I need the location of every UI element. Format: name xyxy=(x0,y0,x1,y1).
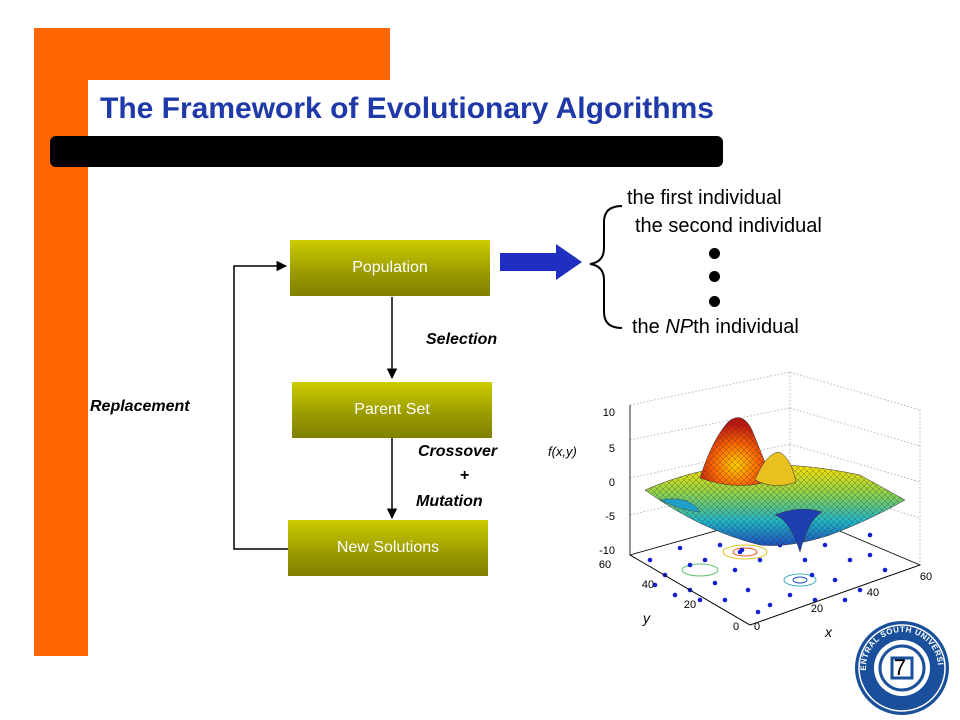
z-tick-10: 10 xyxy=(603,407,615,419)
z-tick-0: 0 xyxy=(609,477,615,489)
y-axis-label: y xyxy=(642,610,651,626)
x-tick-40: 40 xyxy=(867,587,879,599)
first-individual-text: the first individual xyxy=(627,187,782,209)
individuals-brace xyxy=(589,205,623,329)
new-solutions-box: New Solutions xyxy=(288,520,488,576)
y-tick-0: 0 xyxy=(733,621,739,633)
parent-set-box: Parent Set xyxy=(292,382,492,438)
plus-label: + xyxy=(460,467,470,484)
surface-mesh xyxy=(644,417,906,553)
plot-axes xyxy=(629,405,921,626)
mutation-label: Mutation xyxy=(416,493,483,510)
x-tick-60: 60 xyxy=(920,571,932,583)
population-points xyxy=(647,532,888,615)
replacement-loop xyxy=(233,260,288,550)
x-tick-labels: 0 20 40 60 xyxy=(754,571,932,633)
ellipsis-dot-2 xyxy=(709,271,720,282)
university-logo: CENTRAL SOUTH UNIVERSITY xyxy=(852,618,949,715)
crossover-label: Crossover xyxy=(418,443,498,460)
x-axis-label: x xyxy=(824,624,833,640)
z-axis-label: f(x,y) xyxy=(548,444,577,459)
ellipsis-dot-3 xyxy=(709,296,720,307)
accent-bar-vertical xyxy=(34,28,88,656)
slide-title: The Framework of Evolutionary Algorithms xyxy=(100,92,714,125)
expand-arrow xyxy=(500,244,582,280)
y-tick-40: 40 xyxy=(642,579,654,591)
nth-individual-text: the NPth individual xyxy=(632,316,799,338)
second-individual-text: the second individual xyxy=(635,215,822,237)
accent-bar-horizontal xyxy=(34,28,390,80)
ellipsis-dot-1 xyxy=(709,248,720,259)
floor-contours xyxy=(681,544,817,587)
z-tick-5: 5 xyxy=(609,443,615,455)
z-tick-neg10: -10 xyxy=(599,545,615,557)
population-box: Population xyxy=(290,240,490,296)
z-tick-labels: 10 5 0 -5 -10 xyxy=(599,407,615,557)
x-tick-0: 0 xyxy=(754,621,760,633)
surface-plot: 10 5 0 -5 -10 60 40 20 0 0 20 40 60 f(x,… xyxy=(548,371,932,640)
x-tick-20: 20 xyxy=(811,603,823,615)
y-tick-labels: 60 40 20 0 xyxy=(599,559,739,633)
replacement-label: Replacement xyxy=(90,398,190,415)
title-underline-bar xyxy=(50,136,723,167)
page-number: 7 xyxy=(893,655,906,680)
z-tick-neg5: -5 xyxy=(605,511,615,523)
selection-label: Selection xyxy=(426,331,498,348)
y-tick-60: 60 xyxy=(599,559,611,571)
y-tick-20: 20 xyxy=(684,599,696,611)
